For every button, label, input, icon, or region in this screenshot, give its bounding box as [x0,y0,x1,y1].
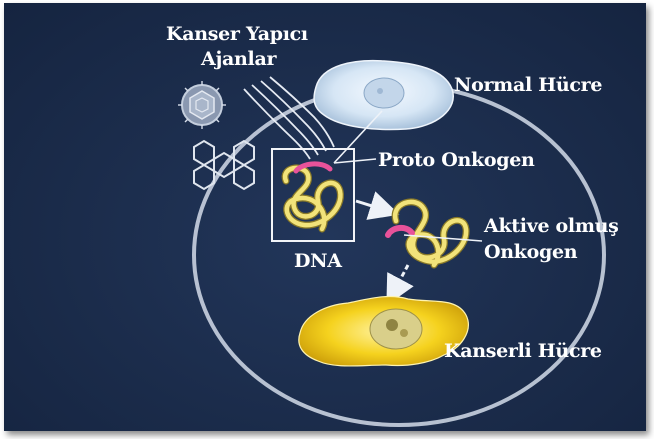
dna-strand [285,164,340,229]
dna-to-activated-arrow [356,201,388,211]
normal-cell-icon [314,61,453,130]
activated-dna-strand [388,202,466,265]
carcinogens-label-line1: Kanser Yapıcı [166,23,308,45]
activated-label-line1: Aktive olmuş [484,215,619,237]
diagram-canvas: Kanser Yapıcı Ajanlar Normal Hücre Proto… [4,3,646,431]
activated-to-cancer-arrow [392,265,408,295]
dna-label: DNA [294,250,342,272]
virus-icon [178,81,226,129]
cancer-cell-label: Kanserli Hücre [444,340,602,362]
normal-cell-label: Normal Hücre [454,74,602,96]
proto-oncogene-label: Proto Onkogen [378,149,535,171]
cancer-cell-icon [299,296,469,366]
carcinogens-label-line2: Ajanlar [201,48,276,70]
activated-label-line2: Onkogen [484,241,577,263]
